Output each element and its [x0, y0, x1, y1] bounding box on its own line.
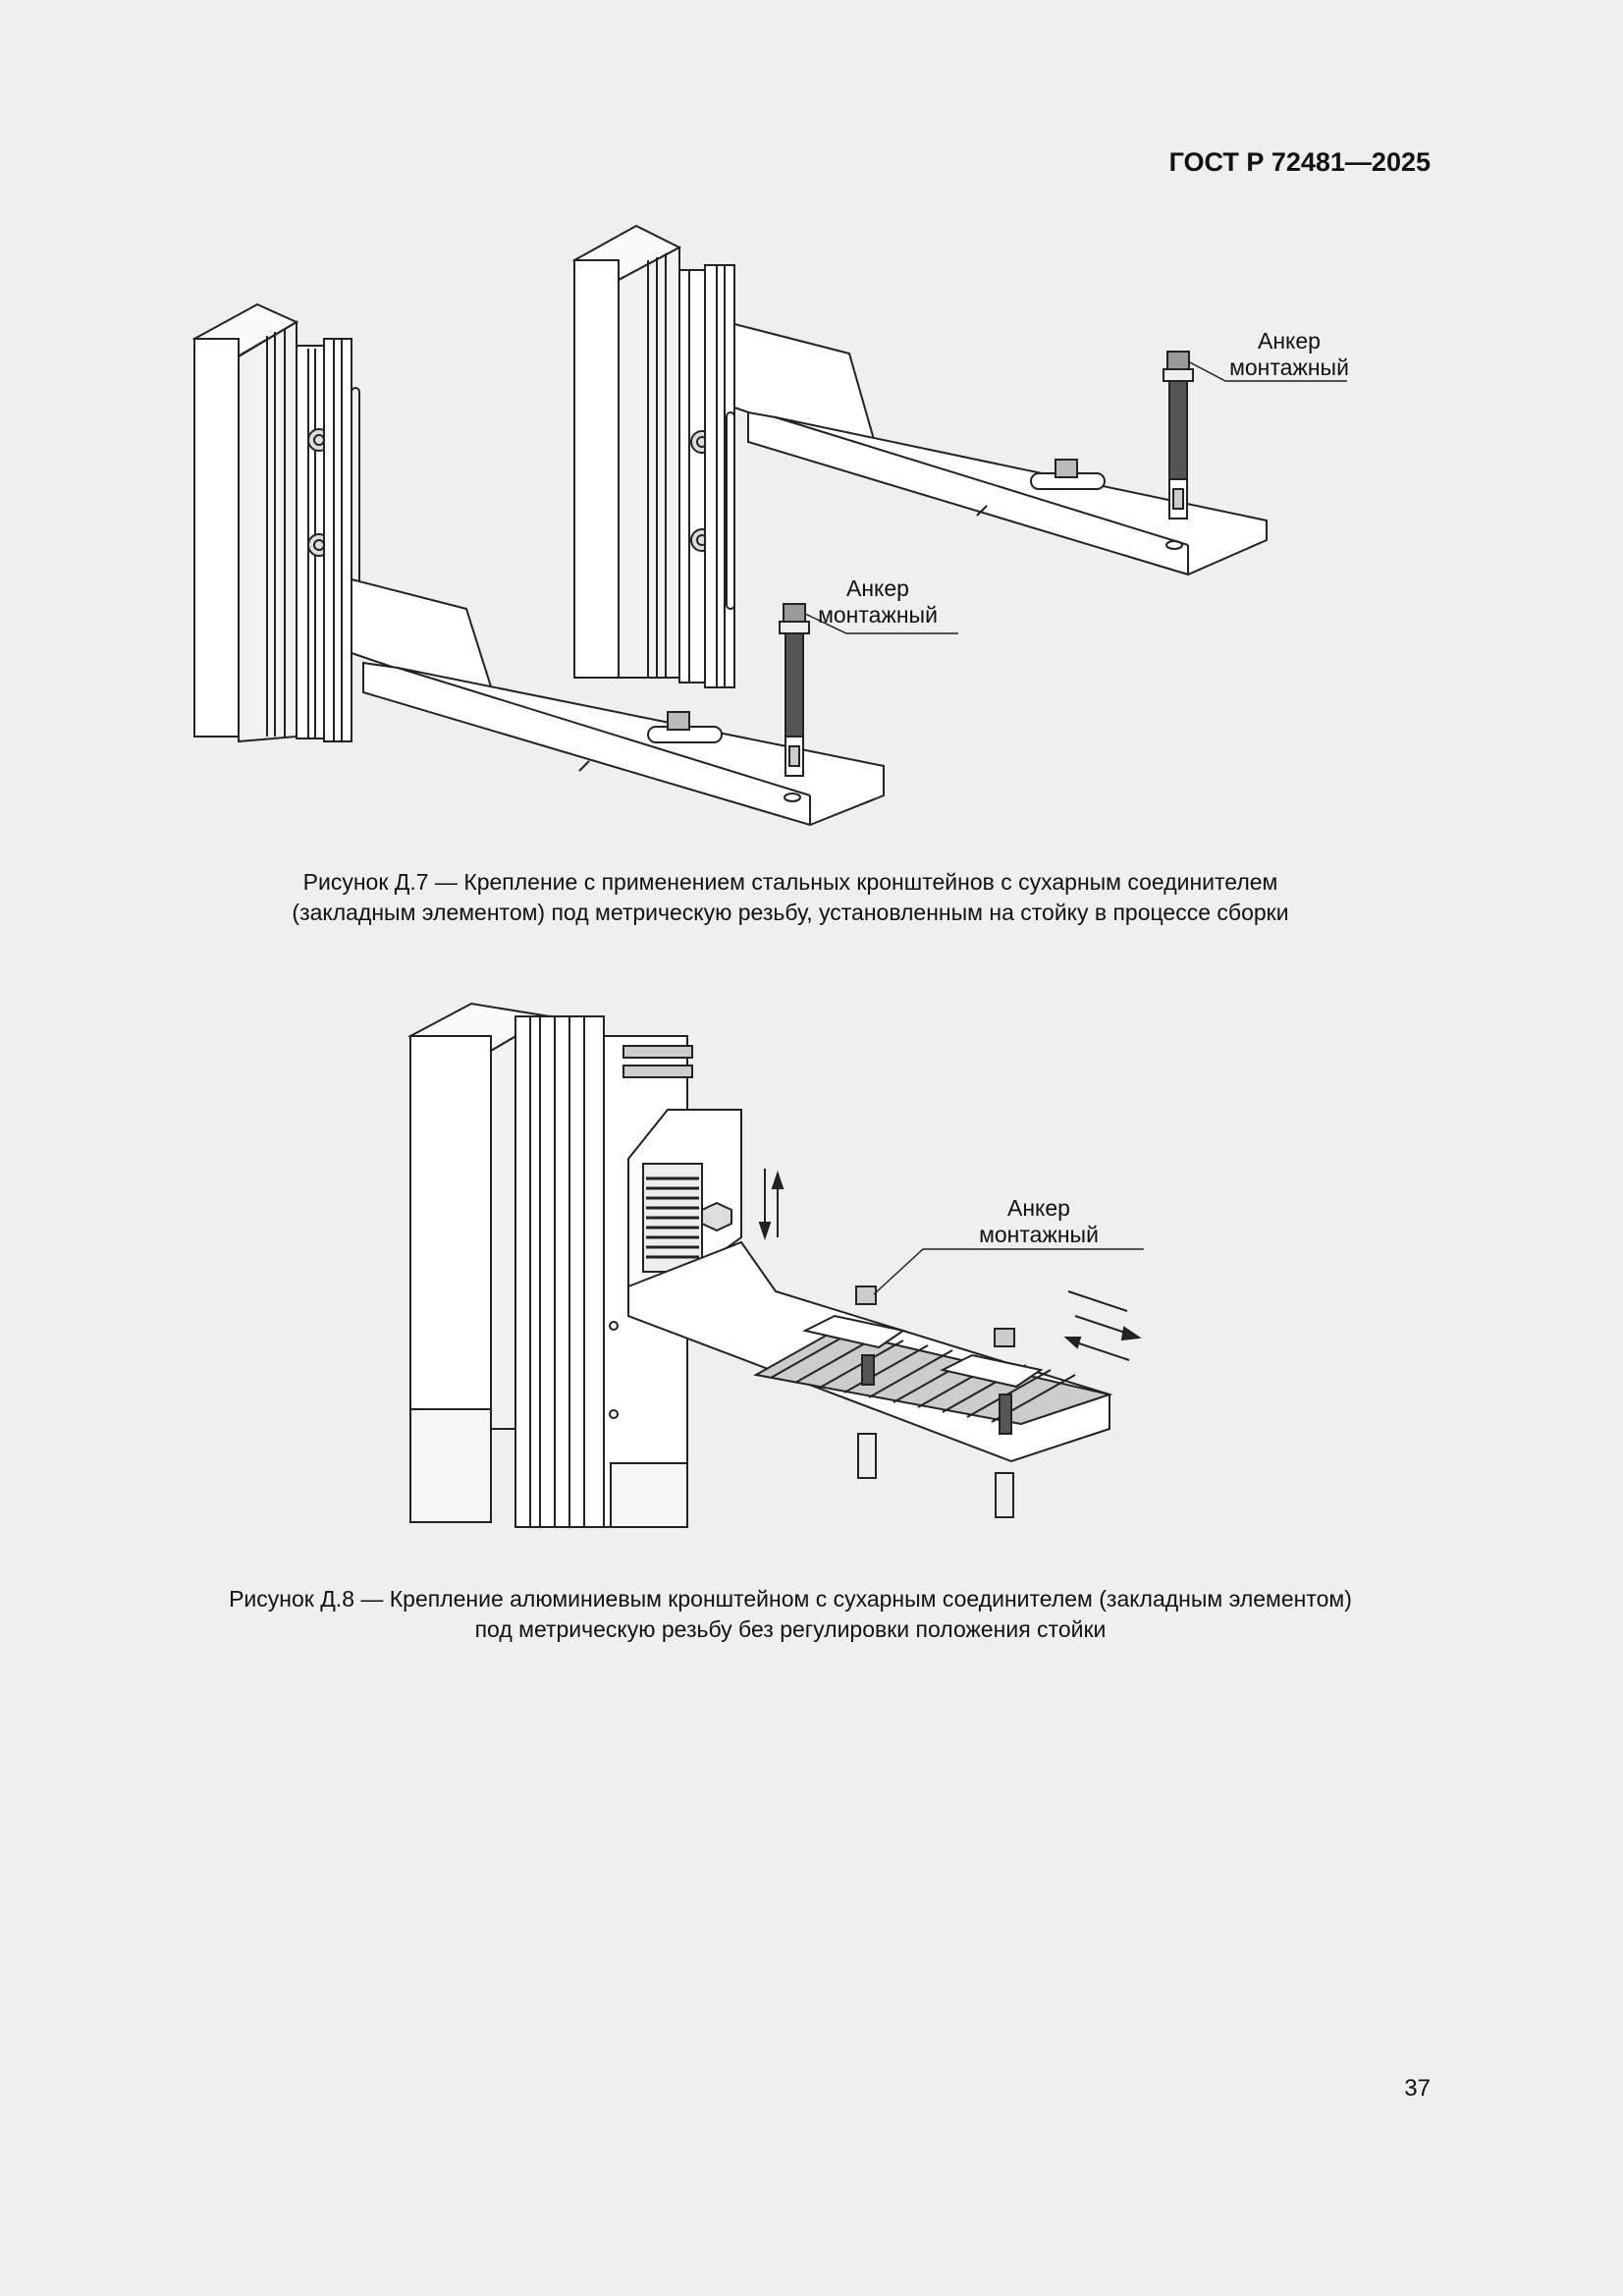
aluminium-bracket: [627, 1109, 1113, 1463]
leader-line-d7-right: [1187, 360, 1347, 382]
figure-d7-drawing: Анкер монтажный Анкер монтажный: [177, 216, 1375, 845]
anchor-label-d7-right-line1: Анкер: [1258, 328, 1321, 354]
left-post: [191, 302, 360, 743]
figure-d8-caption: Рисунок Д.8 — Крепление алюминиевым крон…: [118, 1584, 1463, 1645]
right-bracket: [733, 322, 1268, 576]
figure-d7-caption-line2: (закладным элементом) под метрическую ре…: [292, 900, 1289, 925]
left-anchor-bolt: [779, 603, 810, 777]
figure-d8-caption-line2: под метрическую резьбу без регулировки п…: [474, 1616, 1107, 1642]
horizontal-adjust-arrows: [1063, 1290, 1142, 1361]
figure-d8-caption-line1: Рисунок Д.8 — Крепление алюминиевым крон…: [229, 1586, 1352, 1612]
right-anchor-bolt: [1163, 351, 1194, 519]
leader-line-d8: [873, 1248, 1144, 1295]
anchor-label-d7-right-line2: монтажный: [1229, 355, 1349, 380]
left-bracket: [351, 577, 885, 827]
vertical-adjust-arrows: [758, 1169, 784, 1241]
anchor-bolt-1: [802, 1285, 906, 1479]
leader-line-d7-left: [804, 613, 958, 634]
document-code-header: ГОСТ Р 72481—2025: [1168, 147, 1431, 177]
figure-d8-drawing: Анкер монтажный: [393, 992, 1178, 1552]
right-post: [571, 224, 735, 688]
anchor-label-d7-left-line2: монтажный: [818, 602, 938, 628]
figure-d7-caption: Рисунок Д.7 — Крепление с применением ст…: [118, 867, 1463, 928]
anchor-label-d8-line2: монтажный: [979, 1222, 1099, 1247]
anchor-label-d7-left-line1: Анкер: [846, 575, 909, 601]
anchor-bolt-2: [940, 1328, 1044, 1518]
figure-d7-caption-line1: Рисунок Д.7 — Крепление с применением ст…: [302, 869, 1278, 895]
anchor-label-d8-line1: Анкер: [1007, 1195, 1070, 1221]
page-number: 37: [1404, 2075, 1431, 2102]
